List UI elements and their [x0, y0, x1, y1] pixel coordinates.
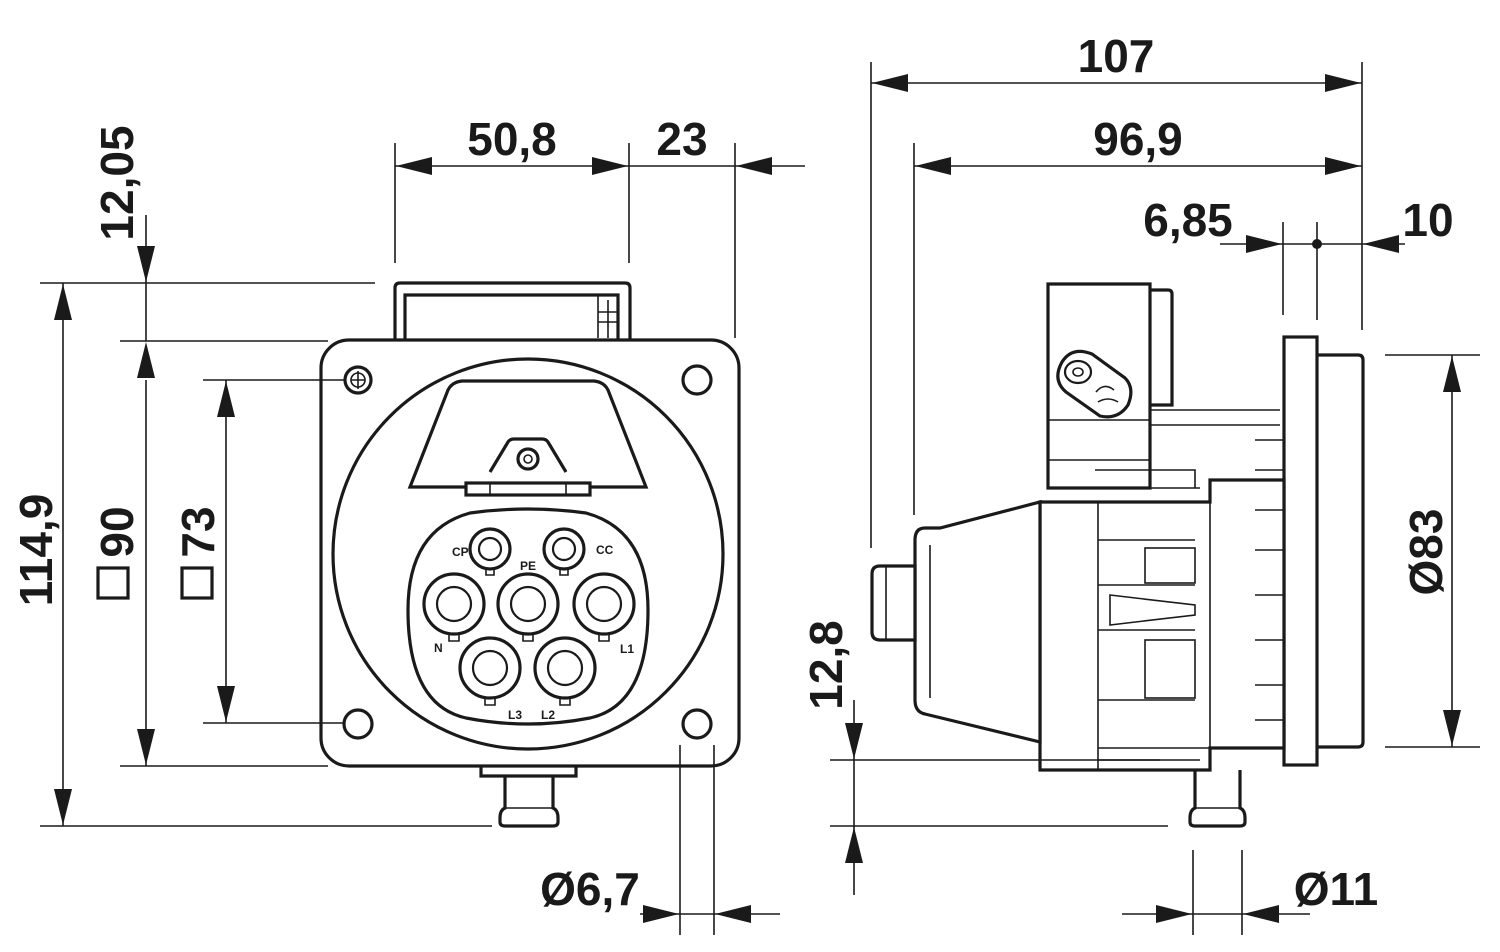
drain-spout-front [479, 766, 578, 828]
pin-area [406, 507, 650, 726]
dim-23: 23 [656, 113, 707, 165]
dim-dia-83: Ø83 [1400, 509, 1452, 596]
pin-label-l2: L2 [541, 708, 555, 722]
mounting-hole-bottom-left [342, 708, 374, 740]
dim-square-73: 73 [172, 506, 224, 557]
drain-spout-side [1188, 770, 1247, 828]
pin-label-cp: CP [452, 545, 469, 559]
dim-114-9: 114,9 [10, 494, 62, 607]
square-symbol-icon [96, 566, 130, 600]
socket-face [331, 357, 725, 751]
front-flange [1282, 335, 1319, 767]
pin-cc [542, 527, 586, 576]
dim-dia-6-7: Ø6,7 [540, 863, 640, 915]
dim-12-8: 12,8 [800, 620, 852, 710]
square-symbol-icon [180, 566, 214, 600]
pin-l1 [572, 572, 636, 642]
pin-cp [468, 527, 512, 576]
pin-label-n: N [434, 641, 443, 655]
dim-square-90: 90 [91, 506, 143, 557]
dim-50-8: 50,8 [467, 113, 557, 165]
earth-symbol-icon [350, 371, 366, 389]
side-view: 107 96,9 6,85 10 Ø83 12,8 Ø11 [800, 30, 1480, 935]
pin-l2 [533, 636, 597, 706]
cover-latch [407, 379, 649, 497]
rear-housing [870, 499, 1042, 745]
hinge-tab [393, 281, 632, 340]
hinged-lid [1046, 282, 1280, 490]
side-dimension-lines [830, 62, 1480, 935]
pin-n [422, 572, 486, 642]
dim-dia-11: Ø11 [1294, 863, 1378, 915]
dim-10: 10 [1402, 194, 1453, 246]
dim-107: 107 [1078, 30, 1155, 82]
mounting-hole-bottom-right [681, 708, 713, 740]
front-dimension-lines [40, 143, 805, 935]
mounting-hole-top-right [681, 364, 713, 396]
mounting-hole-top-left [343, 365, 373, 395]
pin-label-l3: L3 [508, 708, 522, 722]
pin-label-cc: CC [596, 543, 614, 557]
mounting-plate [319, 338, 741, 768]
pin-label-pe: PE [520, 559, 536, 573]
pin-l3 [458, 636, 522, 706]
front-view: CP CC PE N L1 L3 L2 [10, 113, 805, 935]
dim-96-9: 96,9 [1093, 113, 1183, 165]
pin-label-l1: L1 [620, 642, 634, 656]
dim-12-05: 12,05 [91, 125, 143, 240]
pin-pe [496, 572, 560, 642]
dim-6-85: 6,85 [1143, 194, 1233, 246]
latch-knob-icon [1056, 349, 1133, 419]
